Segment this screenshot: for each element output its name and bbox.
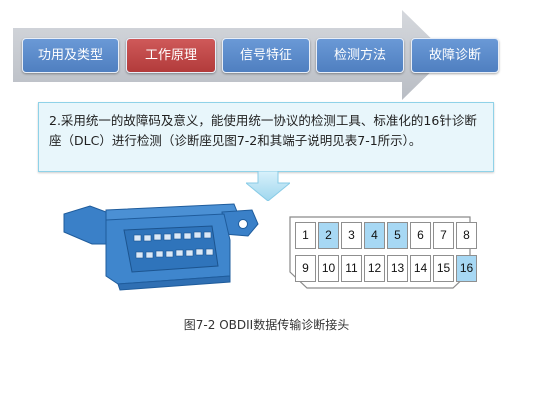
pin-1: 1 [295, 222, 316, 249]
pin-4: 4 [364, 222, 385, 249]
nav-item-fault-diagnosis[interactable]: 故障诊断 [411, 38, 499, 73]
pin-12: 12 [364, 255, 385, 282]
nav-item-signal-features[interactable]: 信号特征 [222, 38, 310, 73]
pin-9: 9 [295, 255, 316, 282]
pin-13: 13 [387, 255, 408, 282]
pin-15: 15 [433, 255, 454, 282]
pin-6: 6 [410, 222, 431, 249]
nav-item-working-principle[interactable]: 工作原理 [126, 38, 216, 73]
callout-text: 2.采用统一的故障码及意义，能使用统一协议的检测工具、标准化的16针诊断座（DL… [49, 113, 477, 148]
nav-item-test-methods[interactable]: 检测方法 [316, 38, 404, 73]
pin-11: 11 [341, 255, 362, 282]
obd-connector-illustration [63, 203, 259, 291]
figure-caption: 图7-2 OBDII数据传输诊断接头 [183, 318, 350, 332]
pin-8: 8 [456, 222, 477, 249]
pin-10: 10 [318, 255, 339, 282]
pin-5: 5 [387, 222, 408, 249]
pin-3: 3 [341, 222, 362, 249]
pin-14: 14 [410, 255, 431, 282]
nav-item-function-types[interactable]: 功用及类型 [22, 38, 119, 73]
pin-2: 2 [318, 222, 339, 249]
pin-7: 7 [433, 222, 454, 249]
down-arrow-icon [246, 171, 290, 201]
callout-box: 2.采用统一的故障码及意义，能使用统一协议的检测工具、标准化的16针诊断座（DL… [38, 102, 494, 172]
pin-16: 16 [456, 255, 477, 282]
